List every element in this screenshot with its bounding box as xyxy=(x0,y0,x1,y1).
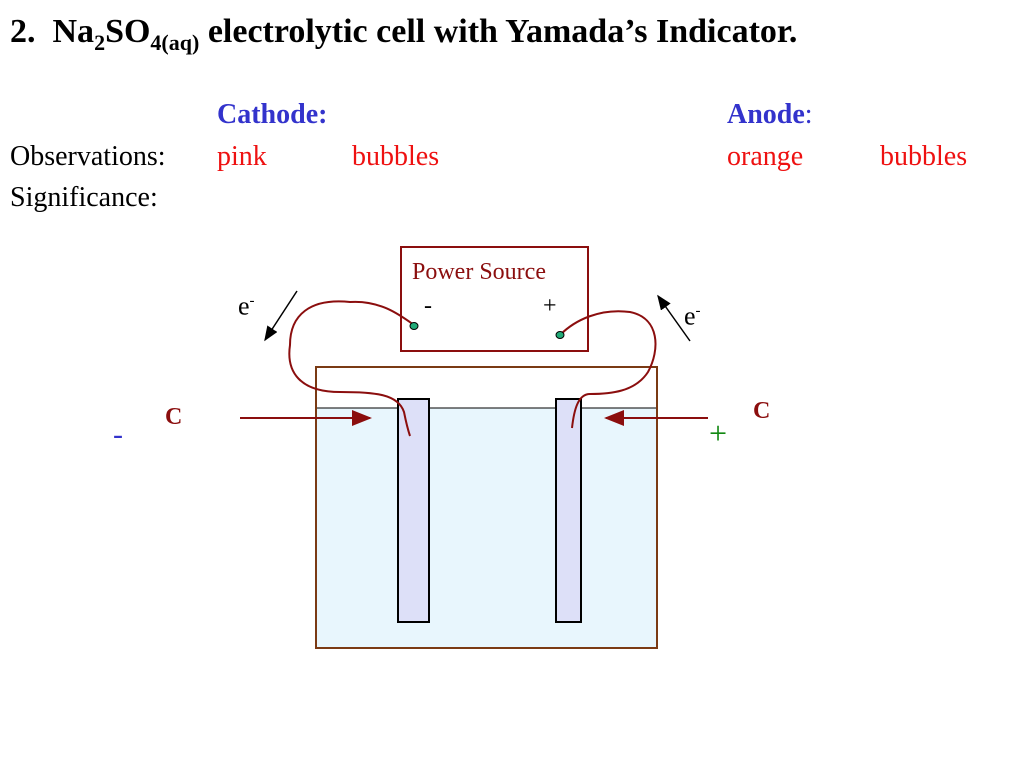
left-electrode-label: C xyxy=(165,404,183,430)
anode-header: Anode: xyxy=(727,99,813,130)
power-source-minus: - xyxy=(424,293,432,319)
anode-observation-orange: orange xyxy=(727,141,804,172)
right-electron-arrow xyxy=(657,294,691,342)
anode-observation-bubbles: bubbles xyxy=(880,141,968,172)
solution xyxy=(317,408,656,647)
cathode-observation-bubbles: bubbles xyxy=(352,141,440,172)
observations-label: Observations: xyxy=(10,141,166,172)
left-polarity-sign: - xyxy=(113,418,123,451)
cathode-electrode xyxy=(397,398,430,623)
power-source-plus: + xyxy=(543,293,557,319)
negative-terminal xyxy=(409,322,419,330)
title-compound: Na2SO4(aq) xyxy=(52,13,200,55)
right-electrode-label: C xyxy=(753,398,771,424)
cathode-observation-pink: pink xyxy=(217,141,267,172)
anode-wire xyxy=(559,310,657,429)
anode-electrode xyxy=(555,398,582,623)
power-source-label: Power Source xyxy=(412,259,546,285)
right-electron-label: e- xyxy=(684,301,701,331)
left-electron-label: e- xyxy=(238,291,255,321)
slide-title: 2. Na2SO4(aq) electrolytic cell with Yam… xyxy=(10,10,797,54)
right-polarity-sign: + xyxy=(709,415,728,451)
title-text: electrolytic cell with Yamada’s Indicato… xyxy=(207,13,798,50)
left-electron-arrow xyxy=(264,290,298,342)
cathode-wire xyxy=(288,300,415,437)
positive-terminal xyxy=(555,331,565,339)
significance-label: Significance: xyxy=(10,182,158,213)
cathode-header: Cathode: xyxy=(217,99,328,130)
title-number: 2. xyxy=(10,13,36,50)
